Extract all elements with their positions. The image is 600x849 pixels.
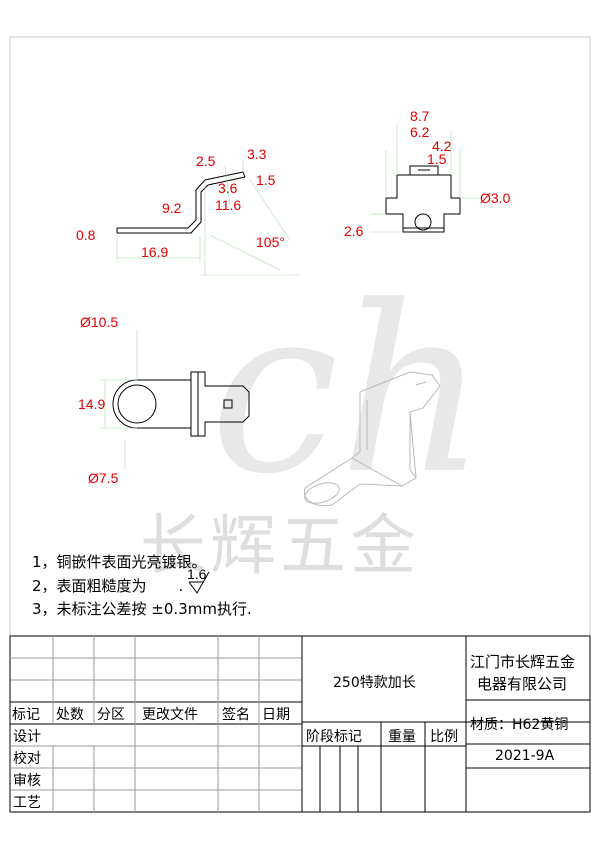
role-process: 工艺 <box>13 795 41 811</box>
note-line-2: 2，表面粗糙度为. <box>32 575 183 596</box>
header-date: 日期 <box>262 707 290 723</box>
note-line-2-prefix: 2，表面粗糙度为 <box>32 577 147 595</box>
part-name: 250特款加长 <box>333 675 416 691</box>
dim-6-2: 6.2 <box>410 124 430 140</box>
watermark-script: ch <box>210 258 487 525</box>
note-line-1: 1，铜嵌件表面光亮镀银。 <box>32 553 207 571</box>
note-line-3: 3，未标注公差按 ±0.3mm执行. <box>32 600 252 618</box>
dim-1-5: 1.5 <box>256 172 276 188</box>
front-view <box>100 330 250 470</box>
top-view-dimensions: 8.7 6.2 4.2 1.5 Ø3.0 2.6 <box>344 108 511 239</box>
dim-3-3: 3.3 <box>247 146 267 162</box>
header-stage-mark: 阶段标记 <box>306 729 362 745</box>
dim-dia-7-5: Ø7.5 <box>88 470 119 486</box>
dim-0-8: 0.8 <box>76 227 96 243</box>
dim-angle-105: 105° <box>256 234 285 250</box>
header-mark: 标记 <box>12 707 40 723</box>
company-line-1: 江门市长辉五金 <box>470 653 576 671</box>
header-change-doc: 更改文件 <box>142 707 198 723</box>
role-review: 审核 <box>13 773 41 789</box>
role-design: 设计 <box>13 729 41 745</box>
dim-8-7: 8.7 <box>410 108 430 124</box>
dim-dia-3-0: Ø3.0 <box>480 190 511 206</box>
title-block-grid <box>9 635 591 813</box>
header-zone: 分区 <box>97 707 125 723</box>
header-scale: 比例 <box>430 729 458 745</box>
isometric-view <box>303 371 441 507</box>
roughness-value: 1.6 <box>187 566 207 582</box>
material: 材质：H62黄铜 <box>470 717 569 733</box>
watermark-text: 长辉五金 <box>140 507 420 584</box>
header-count: 处数 <box>56 707 84 723</box>
dim-3-6: 3.6 <box>218 180 238 196</box>
dim-11-6: 11.6 <box>215 197 241 213</box>
dim-dia-10-5: Ø10.5 <box>80 314 118 330</box>
dim-16-9: 16.9 <box>141 244 168 260</box>
company-line-2: 电器有限公司 <box>477 675 568 693</box>
top-view <box>370 122 480 233</box>
header-weight: 重量 <box>388 729 416 745</box>
dim-2-5: 2.5 <box>196 153 216 169</box>
side-view <box>116 160 300 276</box>
dim-1-5-top: 1.5 <box>427 151 447 167</box>
roughness-symbol <box>188 571 210 594</box>
date-code: 2021-9A <box>495 748 555 764</box>
header-signature: 签名 <box>222 707 250 723</box>
front-view-dimensions: Ø10.5 14.9 Ø7.5 <box>78 314 119 486</box>
dim-14-9: 14.9 <box>78 396 105 412</box>
dim-4-2: 4.2 <box>432 138 452 154</box>
dim-9-2: 9.2 <box>162 200 182 216</box>
dim-2-6: 2.6 <box>344 223 364 239</box>
note-line-2-suffix: . <box>178 577 184 595</box>
side-view-dimensions: 2.5 3.3 1.5 3.6 9.2 11.6 0.8 16.9 105° <box>76 146 285 260</box>
role-proofread: 校对 <box>13 751 41 767</box>
